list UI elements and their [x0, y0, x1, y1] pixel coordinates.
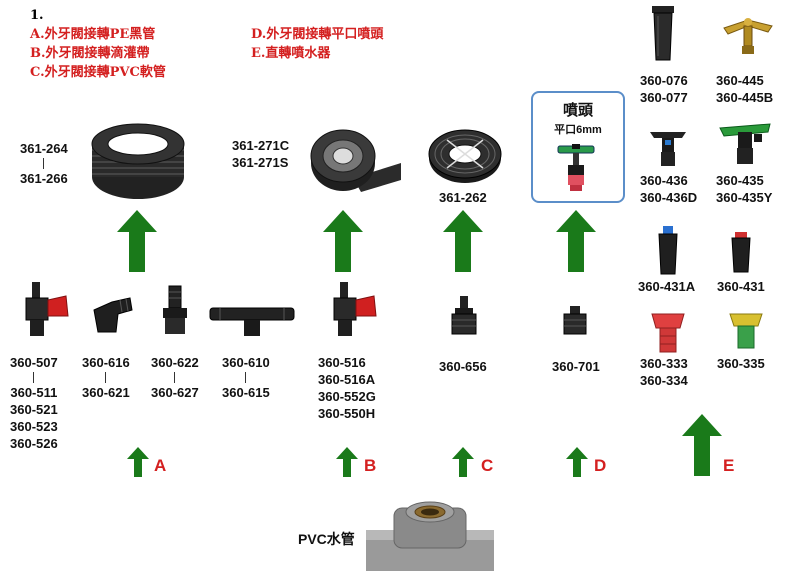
hose-adapter-c-image — [451, 296, 477, 335]
valve-b-code-3: 360-552G — [318, 389, 376, 404]
sprinkler-1-code-1: 360-076 — [640, 73, 688, 88]
elbow-adapter-image — [93, 297, 133, 333]
yellow-spray-nozzle-image — [729, 313, 763, 349]
drip-tape-code: 361-271C 361-271S — [232, 137, 289, 171]
valve-a-code-list-1: 360-511 — [10, 385, 58, 400]
sprinkler-1-code-2: 360-077 — [640, 90, 688, 105]
arrow-up-small-b-icon — [336, 447, 358, 477]
drip-tape-code-2: 361-271S — [232, 155, 289, 170]
valve-adapter-b-image — [333, 282, 377, 336]
sprinkler-3-code: 360-436 360-436D — [640, 172, 697, 206]
arrow-up-small-d-icon — [566, 447, 588, 477]
sprinkler-3-code-2: 360-436D — [640, 190, 698, 205]
valve-a-code-list-3: 360-523 — [10, 419, 58, 434]
sprinkler-2-code: 360-445 360-445B — [716, 72, 773, 106]
pe-pipe-code: 361-264 361-266 — [20, 140, 68, 187]
arrow-up-small-a-icon — [127, 447, 149, 477]
label-e: E — [723, 456, 735, 475]
sprinkler-1-code: 360-076 360-077 — [640, 72, 688, 106]
arrow-up-small-c-icon — [452, 447, 474, 477]
arrow-up-large-pe-icon — [117, 210, 157, 272]
pvc-pipe-label: PVC水管 — [298, 531, 355, 547]
valve-a-codes: 360-507 360-511 360-521 360-523 360-526 — [10, 354, 58, 452]
sprinkler-2-code-2: 360-445B — [716, 90, 774, 105]
straight-code-bottom: 360-627 — [151, 385, 199, 400]
arrow-up-large-pvc-icon — [443, 210, 483, 272]
divider-line — [33, 372, 35, 383]
nozzle-box — [531, 91, 625, 203]
sprinkler-7-code: 360-333 360-334 — [640, 355, 688, 389]
label-b: B — [364, 456, 377, 475]
divider-line — [174, 372, 176, 383]
sprinkler-4-code: 360-435 360-435Y — [716, 172, 772, 206]
label-a: A — [154, 456, 167, 475]
legend-left: 1. A.外牙閥接轉PE黑管 B.外牙閥接轉滴灌帶 C.外牙閥接轉PVC軟管 — [30, 6, 166, 82]
mini-sprinkler-red-image — [731, 232, 751, 273]
nozzle-box-subtitle: 平口6mm — [554, 124, 602, 136]
sprinkler-5-code: 360-431A — [638, 279, 696, 294]
straight-code-top: 360-622 — [151, 355, 199, 370]
green-impact-sprinkler-image — [719, 123, 771, 164]
nozzle-adapter-d-image — [563, 306, 587, 335]
label-d: D — [594, 456, 607, 475]
legend-right: D.外牙閥接轉平口噴頭 E.直轉噴水器 — [251, 25, 383, 63]
sprinkler-4-code-1: 360-435 — [716, 173, 764, 188]
drip-tape-code-1: 361-271C — [232, 138, 290, 153]
rotary-sprinkler-image — [650, 132, 686, 166]
tee-code-top: 360-610 — [222, 355, 270, 370]
straight-codes: 360-622 360-627 — [151, 354, 199, 401]
sprinkler-4-code-2: 360-435Y — [716, 190, 773, 205]
drip-tape-roll-image — [310, 129, 401, 192]
flat-nozzle-image — [557, 144, 595, 191]
valve-adapter-a-image — [25, 282, 69, 336]
mini-sprinkler-blue-image — [658, 226, 678, 275]
sprinkler-7-code-2: 360-334 — [640, 373, 688, 388]
divider-line — [43, 158, 45, 169]
valve-b-codes: 360-516 360-516A 360-552G 360-550H — [318, 354, 376, 422]
sprinkler-6-code: 360-431 — [717, 279, 765, 294]
elbow-codes: 360-616 360-621 — [82, 354, 130, 401]
brass-impact-sprinkler-image — [723, 18, 773, 54]
valve-a-code-top: 360-507 — [10, 355, 58, 370]
valve-b-code-1: 360-516 — [318, 355, 366, 370]
sprinkler-8-code: 360-335 — [717, 356, 765, 371]
sprinkler-2-code-1: 360-445 — [716, 73, 764, 88]
arrow-up-large-drip-icon — [323, 210, 363, 272]
legend-item-e: E.直轉噴水器 — [251, 46, 331, 61]
pvc-hose-code: 361-262 — [439, 190, 487, 205]
legend-number: 1. — [30, 8, 44, 23]
pe-pipe-code-bottom: 361-266 — [20, 171, 68, 186]
legend-item-a: A.外牙閥接轉PE黑管 — [30, 27, 156, 42]
valve-a-code-list-2: 360-521 — [10, 402, 58, 417]
pop-up-sprinkler-image — [652, 6, 674, 61]
tee-adapter-image — [209, 307, 295, 336]
legend-item-d: D.外牙閥接轉平口噴頭 — [251, 27, 384, 42]
pe-pipe-code-top: 361-264 — [20, 141, 68, 156]
divider-line — [105, 372, 107, 383]
pvc-hose-coil-image — [428, 129, 502, 183]
pe-pipe-coil-image — [91, 123, 185, 199]
legend-item-c: C.外牙閥接轉PVC軟管 — [30, 65, 166, 80]
valve-b-code-4: 360-550H — [318, 406, 376, 421]
nozzle-box-title: 噴頭 — [562, 101, 593, 119]
elbow-code-top: 360-616 — [82, 355, 130, 370]
adapter-d-code: 360-701 — [552, 359, 600, 374]
elbow-code-bottom: 360-621 — [82, 385, 130, 400]
red-spray-nozzle-image — [651, 313, 685, 353]
pvc-tee-fitting-image — [366, 501, 494, 571]
arrow-up-large-e-icon — [682, 414, 722, 476]
arrow-up-large-nozzle-icon — [556, 210, 596, 272]
sprinkler-7-code-1: 360-333 — [640, 356, 688, 371]
label-c: C — [481, 456, 494, 475]
divider-line — [245, 372, 247, 383]
valve-b-code-2: 360-516A — [318, 372, 376, 387]
tee-codes: 360-610 360-615 — [222, 354, 270, 401]
adapter-c-code: 360-656 — [439, 359, 487, 374]
tee-code-bottom: 360-615 — [222, 385, 270, 400]
sprinkler-3-code-1: 360-436 — [640, 173, 688, 188]
valve-a-code-list-4: 360-526 — [10, 436, 58, 451]
legend-item-b: B.外牙閥接轉滴灌帶 — [30, 46, 150, 61]
straight-adapter-image — [163, 285, 187, 334]
